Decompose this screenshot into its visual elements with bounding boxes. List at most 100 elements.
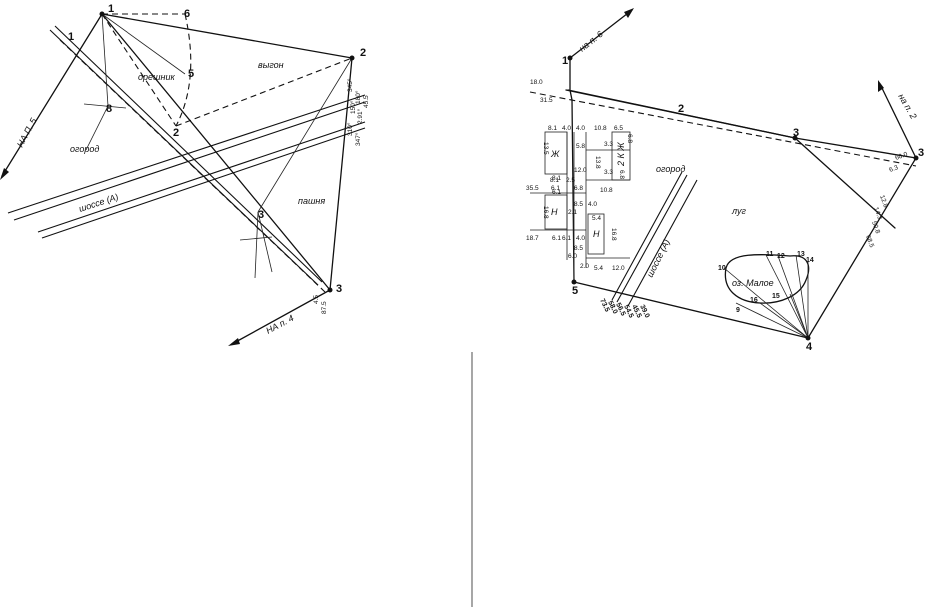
rv-r5: 68.5 bbox=[864, 234, 875, 249]
arrow-to-2-line bbox=[879, 83, 917, 159]
right-point-15: 15 bbox=[772, 293, 780, 300]
rv-b11: 6.8 bbox=[574, 185, 583, 192]
left-area-orchard: орешник bbox=[138, 72, 175, 82]
rv-l8: 6.1 bbox=[552, 235, 561, 242]
left-survey-panel: 1 2 3 1 2 3 5 6 8 орешник выгон огород п… bbox=[0, 3, 370, 346]
rv-l7: 18.7 bbox=[526, 235, 539, 242]
right-point-13: 13 bbox=[797, 251, 805, 258]
left-measure-6: 347° bbox=[354, 132, 362, 146]
right-point-16: 16 bbox=[750, 297, 758, 304]
right-point-4: 4 bbox=[806, 341, 813, 353]
building-n2 bbox=[587, 213, 605, 255]
rv-b8: 8.1 bbox=[552, 175, 561, 182]
rv-b26: 3.3 bbox=[604, 141, 613, 148]
rv-b6: 5.8 bbox=[576, 143, 585, 150]
left-measure-8: 87.5 bbox=[321, 301, 328, 314]
rv-b20: 5.4 bbox=[594, 265, 603, 272]
left-direction-to-4: НА п. 4 bbox=[264, 313, 295, 336]
rv-b2: 4.0 bbox=[576, 125, 585, 132]
radial-1-5 bbox=[101, 13, 186, 75]
rv-b10: 6.1 bbox=[552, 189, 561, 196]
left-direction-to-5: НА П. 5 bbox=[15, 116, 39, 149]
left-area-garden: огород bbox=[70, 144, 99, 154]
left-area-field: пашня bbox=[298, 196, 325, 206]
rv-b3: 10.8 bbox=[594, 125, 607, 132]
rv-l5: 6.1 bbox=[551, 185, 560, 192]
left-point-3: 3 bbox=[336, 283, 342, 295]
right-area-garden: огород bbox=[656, 164, 685, 174]
right-left-values: 18.0 31.5 13.5 8.1 35.5 6.1 16.8 18.7 6.… bbox=[526, 79, 577, 260]
left-point-1: 1 bbox=[108, 3, 114, 15]
left-point-2b: 2 bbox=[173, 127, 179, 139]
rv-b0: 8.1 bbox=[548, 125, 557, 132]
left-measure-1: 180° bbox=[354, 90, 362, 104]
left-area-highway: шоссе (А) bbox=[78, 192, 120, 214]
left-measure-5: 310° bbox=[346, 122, 354, 136]
rv-b12: 8.5 bbox=[574, 201, 583, 208]
right-highway-3 bbox=[627, 179, 698, 307]
highway-line-1 bbox=[7, 94, 366, 214]
arrow-to-2-head bbox=[878, 80, 884, 92]
rv-b23: 10.8 bbox=[600, 187, 613, 194]
rv-b24: 16.8 bbox=[610, 228, 617, 241]
rv-r3: 14.3 bbox=[872, 206, 883, 221]
rv-b22: 3.3 bbox=[604, 169, 613, 176]
perp-3-b bbox=[257, 211, 273, 273]
arrow-to-6-line bbox=[569, 9, 633, 59]
rv-b13: 4.0 bbox=[588, 201, 597, 208]
tick-3 bbox=[239, 236, 273, 241]
line-3-3inner bbox=[257, 57, 353, 213]
right-top-line bbox=[565, 89, 796, 139]
rv-b5: 6.8 bbox=[626, 134, 633, 143]
right-3-4-line bbox=[794, 137, 896, 229]
right-highway-1 bbox=[611, 171, 683, 301]
lake-outline bbox=[724, 254, 810, 304]
perp-8 bbox=[83, 103, 127, 109]
rv-l3: 8.1 bbox=[550, 177, 559, 184]
left-point-5: 5 bbox=[188, 68, 194, 80]
rv-b25: 13.8 bbox=[594, 156, 601, 169]
left-point-2: 2 bbox=[360, 47, 366, 59]
rv-b15: 2.1 bbox=[568, 209, 577, 216]
rv-l2: 13.5 bbox=[542, 142, 549, 155]
rv-l0: 18.0 bbox=[530, 79, 543, 86]
rv-b21: 12.0 bbox=[612, 265, 625, 272]
right-boundary bbox=[567, 57, 918, 339]
rv-b17: 4.0 bbox=[576, 235, 585, 242]
left-road-b bbox=[54, 25, 323, 283]
right-point-3b: 3 bbox=[918, 147, 924, 159]
radial-1-8 bbox=[101, 13, 109, 107]
right-station-5-marker bbox=[571, 279, 577, 285]
rv-b1: 4.0 bbox=[562, 125, 571, 132]
station-2-marker bbox=[349, 55, 355, 61]
left-measure-7: 4.5 bbox=[313, 295, 320, 304]
left-point-3b: 3 bbox=[258, 209, 264, 221]
right-station-3b-marker bbox=[913, 155, 919, 161]
right-bottom-values: 73.5 58.0 56.5 54.5 45.5 39.0 bbox=[598, 298, 650, 319]
right-highway-2 bbox=[616, 174, 688, 303]
station-3-marker bbox=[327, 287, 333, 293]
right-point-10: 10 bbox=[718, 265, 726, 272]
arrow-to-5-line bbox=[1, 13, 103, 177]
station-1-marker bbox=[99, 11, 105, 17]
right-point-2: 2 bbox=[678, 103, 684, 115]
right-point-1: 1 bbox=[562, 55, 568, 67]
highway-line-4 bbox=[41, 127, 366, 239]
right-point-14: 14 bbox=[806, 257, 814, 264]
right-station-4-marker bbox=[805, 335, 811, 341]
right-point-3: 3 bbox=[793, 127, 799, 139]
right-area-meadow: луг bbox=[731, 206, 746, 216]
arc-6-2 bbox=[175, 13, 192, 127]
right-area-lake: оз. Малое bbox=[732, 278, 774, 288]
right-building-c: Н bbox=[593, 229, 600, 239]
rv-l1: 31.5 bbox=[540, 97, 553, 104]
right-right-values: 60.0 6.3 12.8 14.3 50.8 68.5 bbox=[864, 151, 909, 249]
right-direction-to-2: на п. 2 bbox=[896, 92, 918, 121]
rv-b19: 2.0 bbox=[580, 263, 589, 270]
left-measure-4: 2.91° bbox=[356, 108, 364, 124]
right-direction-to-6: на п. 6 bbox=[577, 29, 605, 54]
left-area-hay: выгон bbox=[258, 60, 284, 70]
right-building-a: Ж bbox=[550, 149, 560, 159]
left-point-8: 8 bbox=[106, 103, 112, 115]
